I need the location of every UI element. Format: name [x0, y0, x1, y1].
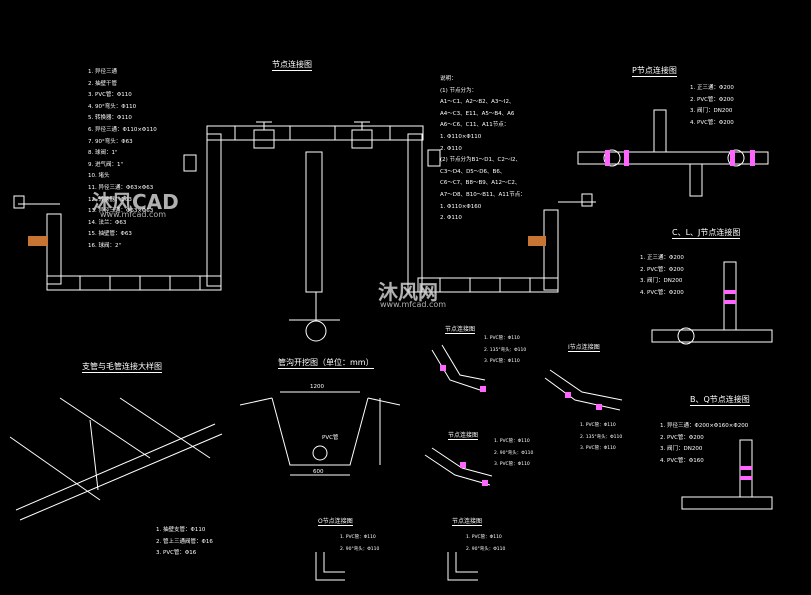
list-item: 2. 135°弯头：Φ110 [484, 347, 527, 353]
list-item: 1. PVC管：Φ110 [484, 336, 520, 341]
title-small-1: 节点连接图 [445, 326, 476, 335]
list-item: 2. Φ110 [440, 145, 462, 152]
list-item: 9. 进气阀：1" [88, 161, 124, 168]
pipe-markers [79, 126, 531, 292]
list-item: 7. 90°弯头：Φ63 [88, 138, 133, 145]
list-item: 1. PVC管：Φ110 [580, 423, 616, 428]
title-p-node: P节点连接图 [632, 66, 677, 77]
list-item: 4. PVC管：Φ200 [690, 119, 734, 126]
list-item: C6～C7、B8～B9、A12～C2、 [440, 180, 521, 187]
list-item: A1～C1、A2～B2、A3～I2、 [440, 99, 515, 106]
title-small-5: 节点连接图 [452, 518, 483, 527]
list-item: 2. 90°弯头：Φ110 [494, 450, 534, 456]
title-small-4: O节点连接图 [318, 518, 353, 527]
list-item: 1. PVC管：Φ110 [494, 439, 530, 444]
small-list-3: 1. PVC管：Φ110 2. 90°弯头：Φ110 3. PVC管：Φ110 [494, 439, 534, 475]
list-item: 6. 异径三通：Φ110×Φ110 [88, 126, 157, 133]
p-node-list: 1. 正三通：Φ200 2. PVC管：Φ200 3. 阀门：DN200 4. PVC… [690, 85, 734, 132]
list-item: 1. 异径三通：Φ200×Φ160×Φ200 [660, 423, 749, 429]
clj-node-diagram [651, 261, 773, 345]
list-item: 1. PVC管：Φ110 [466, 535, 502, 540]
branch-detail-diagram [9, 397, 223, 521]
list-item: 2. 135°弯头：Φ110 [580, 434, 623, 440]
list-item: 13. 异径三通：Φ63×Φ63 [88, 208, 154, 215]
watermark-brand: 沐风CAD [92, 190, 179, 214]
list-item: 2. PVC管：Φ200 [640, 266, 684, 273]
trench-width-bottom: 600 [313, 469, 324, 475]
title-node-connection: 节点连接图 [272, 60, 312, 71]
watermark-url-2: www.mfcad.com [380, 300, 447, 309]
small-list-5: 1. PVC管：Φ110 2. 90°弯头：Φ110 [466, 535, 506, 559]
notes-block: 说明： (1) 节点分为： A1～C1、A2～B2、A3～I2、 A4～C3、E11、… [440, 76, 526, 228]
list-item: 1. Φ110×Φ160 [440, 203, 482, 210]
list-item: (1) 节点分为： [440, 87, 478, 94]
small-list-4: 1. PVC管：Φ110 2. 90°弯头：Φ110 [340, 535, 380, 559]
list-item: 4. PVC管：Φ160 [660, 457, 704, 464]
list-item: C3～D4、D5～D6、B6、 [440, 168, 506, 175]
title-trench: 管沟开挖图（单位：mm） [278, 358, 374, 369]
list-item: 1. Φ110×Φ110 [440, 133, 482, 140]
list-item: 14. 法兰：Φ63 [88, 219, 127, 226]
list-item: 15. 抽壁管：Φ63 [88, 231, 132, 238]
list-item: 1. 正三通：Φ200 [690, 85, 734, 91]
list-item: 3. 阀门：DN200 [660, 446, 703, 453]
list-item: 3. PVC管：Φ110 [580, 446, 616, 452]
list-item: A7～D8、B10～B11、A11节点： [440, 191, 526, 198]
list-item: 3. PVC管：Φ110 [494, 462, 530, 468]
bq-node-list: 1. 异径三通：Φ200×Φ160×Φ200 2. PVC管：Φ200 3. 阀门：… [660, 423, 749, 470]
small-list-2: 1. PVC管：Φ110 2. 135°弯头：Φ110 3. PVC管：Φ110 [580, 423, 623, 459]
list-item: 8. 球阀：1" [88, 150, 118, 157]
list-item: 4. 90°弯头：Φ110 [88, 103, 137, 110]
list-item: 4. PVC管：Φ200 [640, 289, 684, 296]
list-item: 2. 管上三通阀管：Φ16 [156, 538, 213, 545]
list-item: 说明： [440, 76, 457, 82]
p-node-diagram [577, 109, 769, 197]
list-item: 2. 90°弯头：Φ110 [340, 546, 380, 552]
trench-diagram [239, 391, 401, 476]
list-item: 2. 90°弯头：Φ110 [466, 546, 506, 552]
list-item: 2. PVC管：Φ200 [690, 96, 734, 103]
list-item: 16. 球阀：2" [88, 242, 122, 249]
list-item: 3. 阀门：DN200 [640, 278, 683, 285]
list-item: 5. 转换器：Φ110 [88, 115, 132, 122]
title-bq-node: B、Q节点连接图 [690, 395, 750, 406]
title-clj-node: C、L、J节点连接图 [672, 228, 741, 239]
wall-hatches [28, 236, 546, 246]
clj-node-list: 1. 正三通：Φ200 2. PVC管：Φ200 3. 阀门：DN200 4. PVC… [640, 255, 684, 302]
list-item: 2. 抽壁干管 [88, 80, 117, 87]
watermark-url-1: www.mfcad.com [100, 210, 167, 219]
list-item: A6～C6、C11、A11节点： [440, 122, 510, 129]
watermark-brand-2: 沐风网 [378, 280, 438, 304]
trench-pipe-label: PVC管 [322, 435, 339, 441]
list-item: (2) 节点分为B1～D1、C2～I2、 [440, 157, 522, 164]
small-list-1: 1. PVC管：Φ110 2. 135°弯头：Φ110 3. PVC管：Φ110 [484, 336, 527, 372]
title-small-3: 节点连接图 [448, 432, 479, 441]
list-item: 2. PVC管：Φ200 [660, 434, 704, 441]
list-item: 3. 阀门：DN200 [690, 108, 733, 115]
title-small-2: I节点连接图 [568, 344, 600, 353]
legend-left: 1. 异径三通 2. 抽壁干管 3. PVC管：Φ110 4. 90°弯头：Φ110 5… [88, 69, 157, 256]
list-item: 2. Φ110 [440, 215, 462, 222]
list-item: 3. PVC管：Φ16 [156, 550, 197, 557]
list-item: 12. 转换器：Φ63 [88, 196, 132, 203]
branch-list: 1. 抽壁支管：Φ110 2. 管上三通阀管：Φ16 3. PVC管：Φ16 [156, 527, 213, 563]
valve-symbols [183, 121, 441, 172]
list-item: A4～C3、E11、A5～B4、A6 [440, 110, 515, 117]
main-pipe-network [13, 125, 596, 342]
list-item: 3. PVC管：Φ110 [88, 92, 132, 99]
list-item: 1. 抽壁支管：Φ110 [156, 527, 206, 533]
list-item: 3. PVC管：Φ110 [484, 359, 520, 365]
trench-width-top: 1200 [310, 384, 324, 390]
list-item: 1. PVC管：Φ110 [340, 535, 376, 540]
list-item: 11. 异径三通：Φ63×Φ63 [88, 184, 154, 191]
list-item: 10. 堵头 [88, 173, 110, 180]
title-branch-detail: 支管与毛管连接大样图 [82, 362, 162, 373]
list-item: 1. 正三通：Φ200 [640, 255, 684, 261]
fitting-highlights [440, 150, 755, 486]
list-item: 1. 异径三通 [88, 69, 117, 75]
